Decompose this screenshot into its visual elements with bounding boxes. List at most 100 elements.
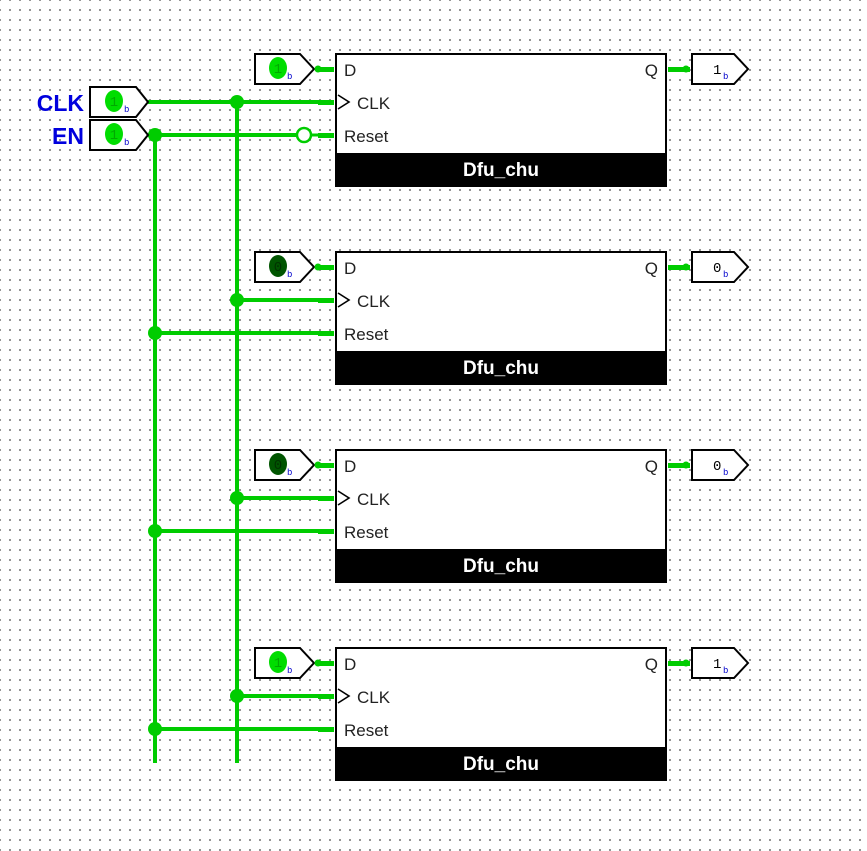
pin-label-q: Q (645, 259, 658, 278)
junction-dot (314, 461, 322, 469)
led-high-indicator (269, 57, 287, 79)
port-q-stub (668, 463, 690, 468)
port-clk-stub (318, 496, 334, 501)
junction-dot (314, 263, 322, 271)
led-low-indicator (269, 453, 287, 475)
port-q-stub (668, 265, 690, 270)
pin-value: 0 (274, 458, 282, 474)
port-reset-stub (318, 727, 334, 732)
pin-unit: b (287, 72, 292, 82)
pin-label-reset: Reset (344, 325, 389, 344)
dff-title: Dfu_chu (463, 556, 539, 577)
output-unit: b (723, 468, 728, 478)
dff-title-band (336, 351, 666, 384)
output-pin-body[interactable] (691, 449, 750, 481)
output-unit: b (723, 72, 728, 82)
port-q-stub (668, 67, 690, 72)
port-d-stub (318, 661, 334, 666)
pin-value: 1 (110, 95, 118, 111)
pin-label-reset: Reset (344, 721, 389, 740)
pin-unit: b (287, 666, 292, 676)
junction-dot (230, 689, 244, 703)
output-value: 1 (713, 63, 721, 79)
pin-value: 1 (110, 128, 118, 144)
junction-dot (148, 524, 162, 538)
pin-label-q: Q (645, 655, 658, 674)
dff-title: Dfu_chu (463, 754, 539, 775)
pin-name-label: CLK (37, 90, 85, 116)
pin-label-q: Q (645, 61, 658, 80)
port-clk-stub (318, 694, 334, 699)
led-low-indicator (269, 255, 287, 277)
input-pin-clk[interactable]: CLK 1 b (37, 86, 150, 118)
pin-label-d: D (344, 259, 356, 278)
port-clk-stub (318, 298, 334, 303)
dff-title-band (336, 153, 666, 186)
output-unit: b (723, 666, 728, 676)
output-pin-body[interactable] (691, 647, 750, 679)
junction-dot (148, 326, 162, 340)
junction-dot (682, 461, 690, 469)
pin-unit: b (124, 105, 129, 115)
output-value: 0 (713, 459, 721, 475)
pin-label-d: D (344, 655, 356, 674)
output-pin-body[interactable] (691, 251, 750, 283)
dff-title: Dfu_chu (463, 160, 539, 181)
pin-label-d: D (344, 61, 356, 80)
clock-triangle-icon (337, 292, 351, 308)
junction-dot (682, 263, 690, 271)
output-pin-body[interactable] (691, 53, 750, 85)
pin-value: 1 (274, 656, 282, 672)
pin-label-reset: Reset (344, 523, 389, 542)
junctions (148, 95, 244, 736)
dff-title-band (336, 549, 666, 582)
junction-dot (148, 128, 162, 142)
input-pin-en[interactable]: EN 1 b (52, 119, 150, 151)
wires (148, 100, 330, 763)
port-d-stub (318, 265, 334, 270)
dff-title-band (336, 747, 666, 780)
pin-label-q: Q (645, 457, 658, 476)
pin-label-clk: CLK (357, 490, 391, 509)
junction-dot (314, 659, 322, 667)
pin-unit: b (287, 270, 292, 280)
port-q-stub (668, 661, 690, 666)
pin-unit: b (287, 468, 292, 478)
output-unit: b (723, 270, 728, 280)
led-high-indicator (105, 90, 123, 112)
pin-label-clk: CLK (357, 688, 391, 707)
clock-triangle-icon (337, 94, 351, 110)
pin-value: 0 (274, 260, 282, 276)
clock-triangle-icon (337, 688, 351, 704)
pin-label-reset: Reset (344, 127, 389, 146)
junction-dot (230, 95, 244, 109)
dff-title: Dfu_chu (463, 358, 539, 379)
junction-dot (230, 491, 244, 505)
pin-unit: b (124, 138, 129, 148)
junction-dot (682, 659, 690, 667)
port-reset-stub (318, 529, 334, 534)
reset-invert-bubble (295, 126, 313, 144)
pin-label-clk: CLK (357, 292, 391, 311)
port-d-stub (318, 463, 334, 468)
port-clk-stub (318, 100, 334, 105)
clock-triangle-icon (337, 490, 351, 506)
junction-dot (682, 65, 690, 73)
junction-dot (230, 293, 244, 307)
port-reset-stub (318, 331, 334, 336)
port-d-stub (318, 67, 334, 72)
junction-dot (148, 722, 162, 736)
